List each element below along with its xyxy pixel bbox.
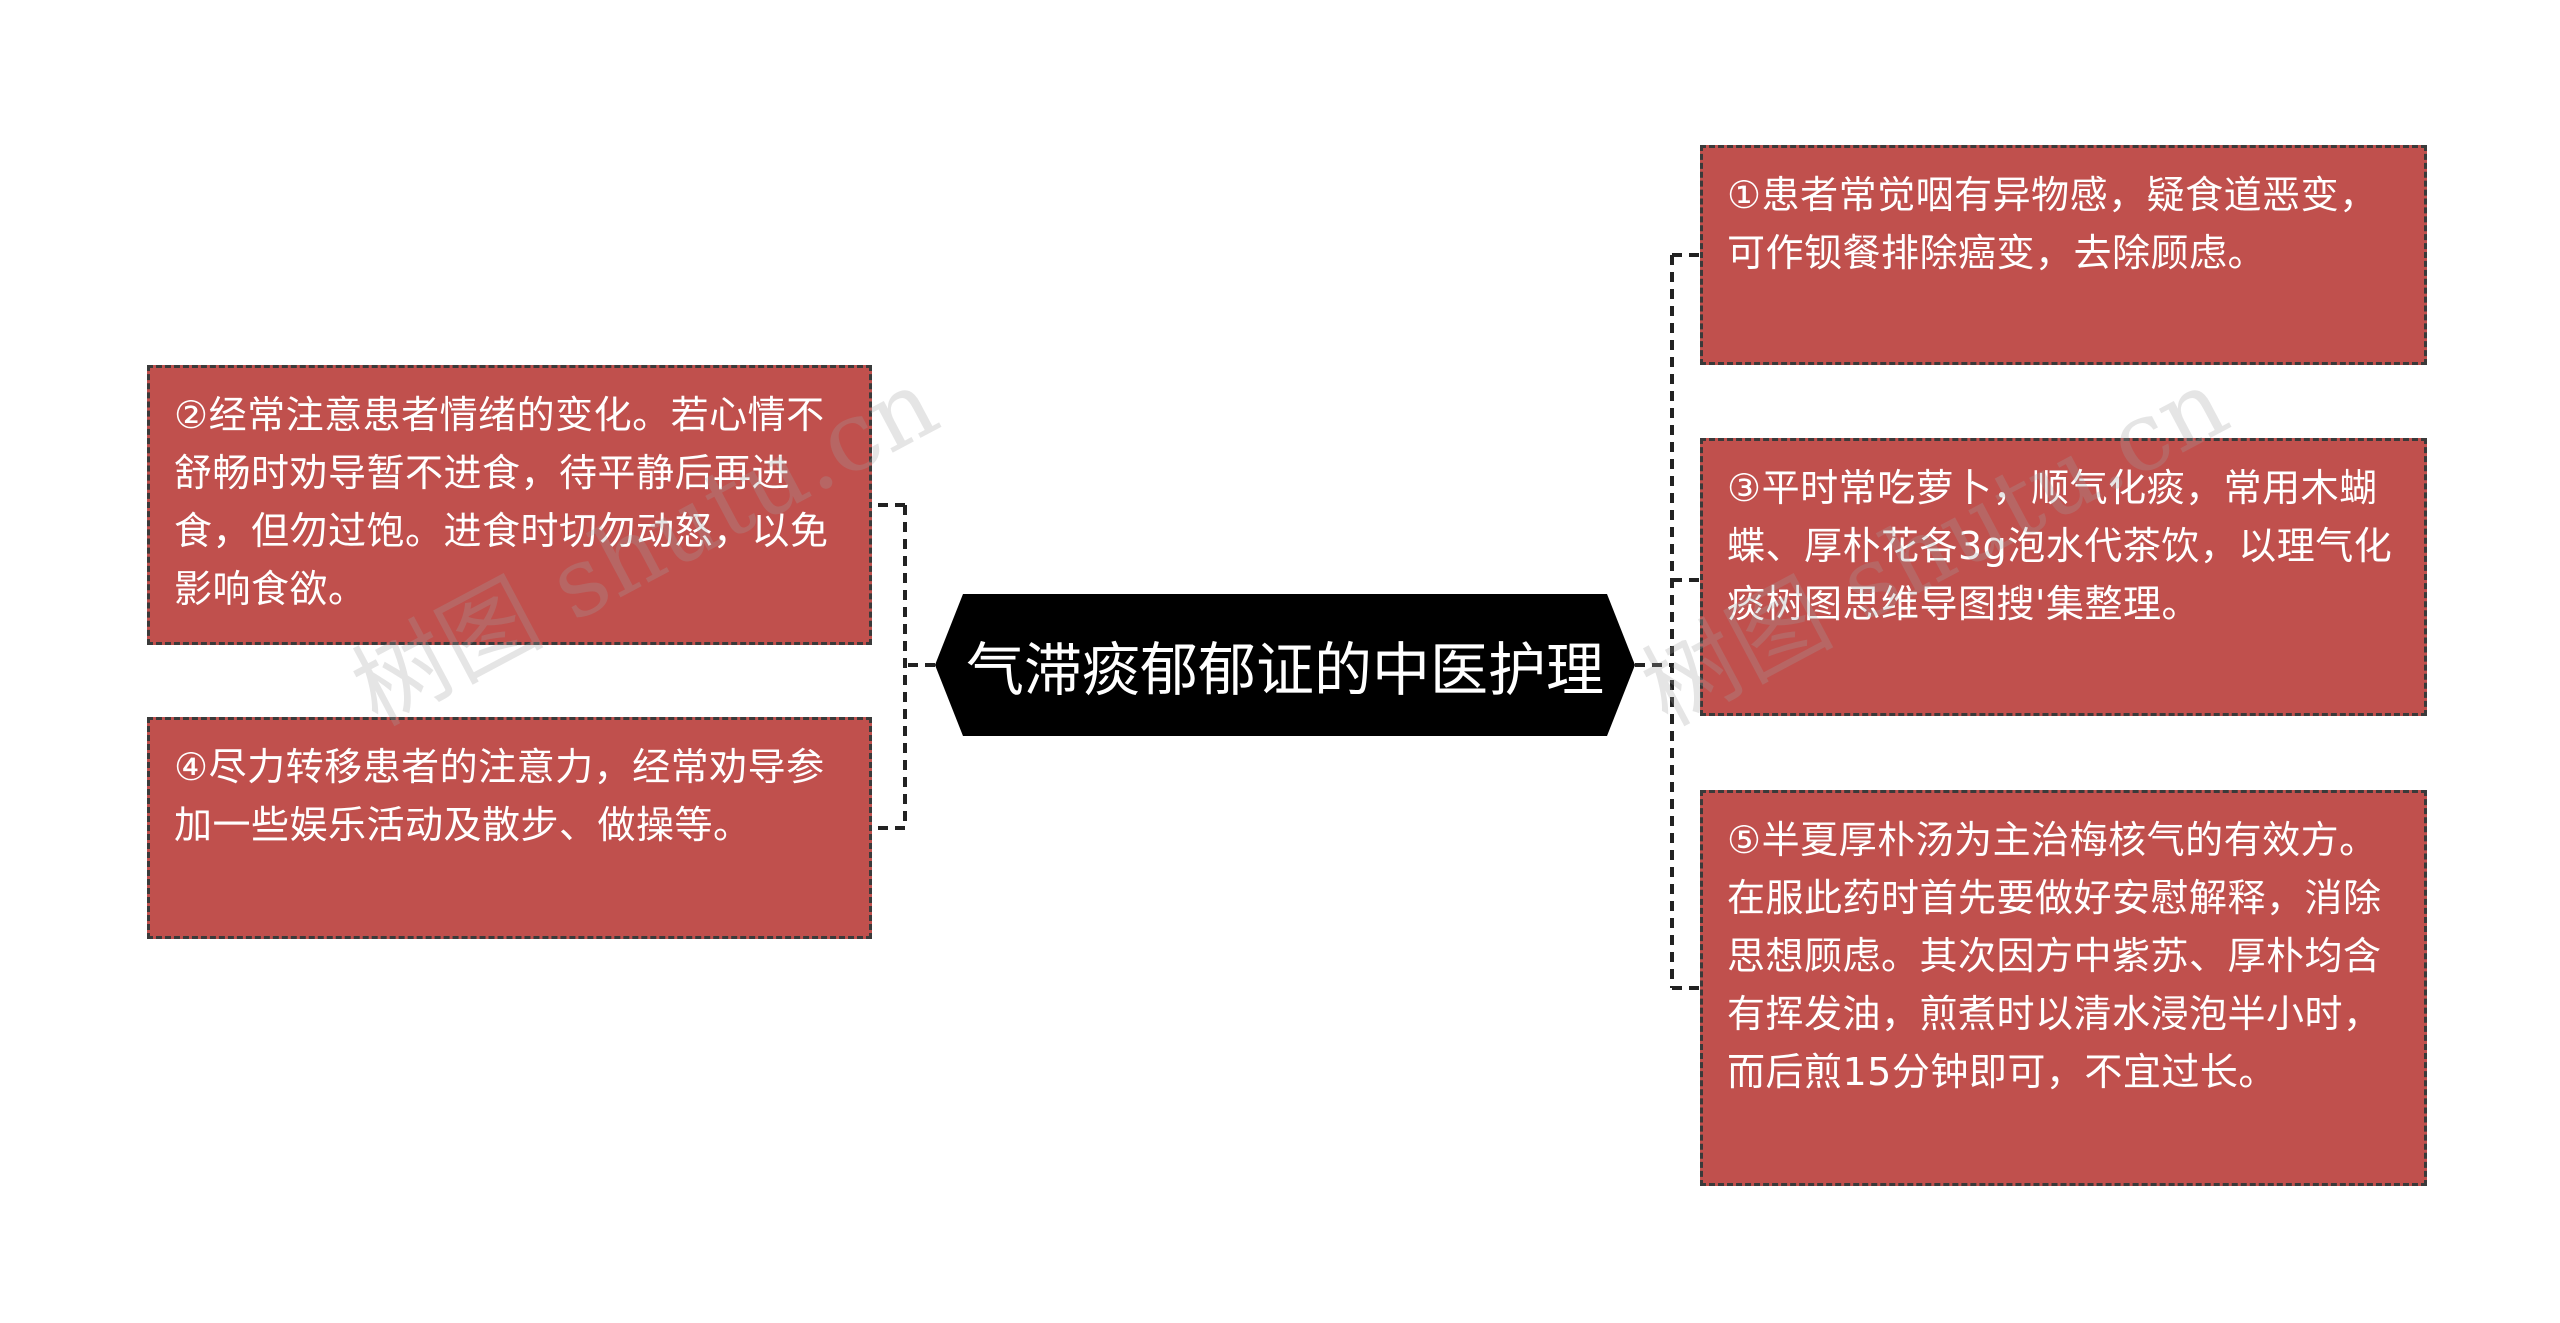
topic-node-left-2[interactable]: ②经常注意患者情绪的变化。若心情不舒畅时劝导暂不进食，待平静后再进食，但勿过饱。… (147, 365, 872, 645)
central-topic-label: 气滞痰郁郁证的中医护理 (965, 636, 1604, 704)
topic-node-label: ⑤半夏厚朴汤为主治梅核气的有效方。在服此药时首先要做好安慰解释，消除思想顾虑。其… (1727, 818, 2382, 1094)
topic-node-label: ①患者常觉咽有异物感，疑食道恶变，可作钡餐排除癌变，去除顾虑。 (1727, 173, 2378, 275)
topic-node-left-4[interactable]: ④尽力转移患者的注意力，经常劝导参加一些娱乐活动及散步、做操等。 (147, 717, 872, 939)
topic-node-label: ④尽力转移患者的注意力，经常劝导参加一些娱乐活动及散步、做操等。 (174, 745, 825, 847)
topic-node-right-1[interactable]: ①患者常觉咽有异物感，疑食道恶变，可作钡餐排除癌变，去除顾虑。 (1700, 145, 2427, 365)
central-topic[interactable]: 气滞痰郁郁证的中医护理 (935, 594, 1635, 736)
topic-node-right-5[interactable]: ⑤半夏厚朴汤为主治梅核气的有效方。在服此药时首先要做好安慰解释，消除思想顾虑。其… (1700, 790, 2427, 1186)
topic-node-label: ②经常注意患者情绪的变化。若心情不舒畅时劝导暂不进食，待平静后再进食，但勿过饱。… (174, 393, 829, 611)
topic-node-right-3[interactable]: ③平时常吃萝卜，顺气化痰，常用木蝴蝶、厚朴花各3g泡水代茶饮，以理气化痰树图思维… (1700, 438, 2427, 716)
topic-node-label: ③平时常吃萝卜，顺气化痰，常用木蝴蝶、厚朴花各3g泡水代茶饮，以理气化痰树图思维… (1727, 466, 2393, 626)
